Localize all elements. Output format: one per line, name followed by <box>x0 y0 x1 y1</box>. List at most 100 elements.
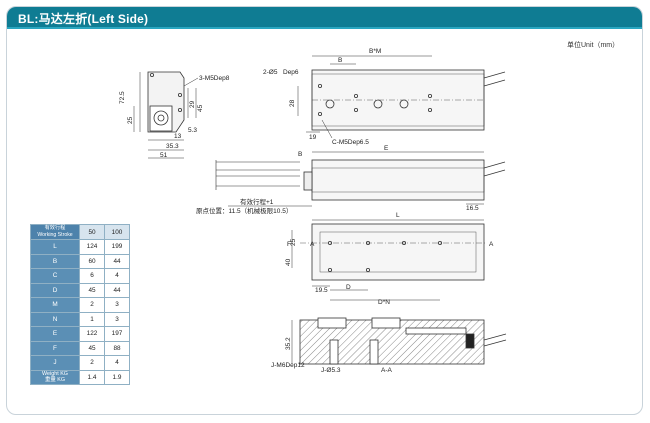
plan-view-body <box>311 223 485 281</box>
front-view-motor-end <box>303 171 313 191</box>
spec-table-row-label: Weight KG 重量 KG <box>30 369 80 385</box>
top-view-hole-label-suffix: Dep6 <box>283 69 299 76</box>
side-view-dim: 72.5 <box>119 91 126 104</box>
section-view-hole <box>369 339 379 365</box>
side-view-dim: 45 <box>197 104 204 112</box>
spec-table-cell: 2 <box>79 355 105 371</box>
side-view-dim: 5.3 <box>188 127 197 134</box>
plan-view-section-mark: A <box>489 241 494 248</box>
side-view-hole <box>177 108 182 113</box>
spec-table-cell: 88 <box>104 340 130 356</box>
section-view-title: A-A <box>381 367 393 374</box>
top-view-length-label: B*M <box>369 48 381 55</box>
plan-view-dim: D*N <box>378 299 390 306</box>
plan-view-hole <box>401 240 406 245</box>
unit-label: 单位Unit（mm） <box>567 42 620 49</box>
top-view-cable <box>483 71 506 79</box>
section-view-hole <box>329 339 339 365</box>
spec-table-row-label: C <box>30 268 80 284</box>
top-view-hole <box>317 112 322 117</box>
plan-view-hole <box>327 240 332 245</box>
spec-table-cell: 1 <box>79 311 105 327</box>
spec-table-header-cell: 100 <box>104 224 130 240</box>
side-view-dim: 13 <box>174 133 182 140</box>
section-view-dim: J-Ø5.3 <box>321 367 341 374</box>
title-bar-accent <box>7 27 642 29</box>
section-view-channel <box>405 327 467 335</box>
section-view-slot <box>317 317 347 329</box>
side-view-hole <box>177 93 182 98</box>
page-title: BL:马达左折(Left Side) <box>18 12 149 26</box>
top-view-cable <box>483 79 506 87</box>
plan-view-dim: D <box>346 284 351 291</box>
side-view-motor-flange <box>149 105 173 132</box>
plan-view-hole <box>365 240 370 245</box>
spec-table-cell: 3 <box>104 297 130 313</box>
front-view-dim: E <box>384 145 389 152</box>
side-view-dim: 29 <box>189 100 196 108</box>
side-view-dim: 25 <box>127 116 134 124</box>
section-view-connector <box>465 333 475 349</box>
section-view <box>291 317 507 365</box>
top-view-hole <box>317 84 322 89</box>
front-view-origin-label: 原点位置：11.5（机械极限10.5） <box>196 206 292 215</box>
side-view <box>133 71 199 159</box>
title-bar: BL:马达左折(Left Side) <box>7 7 642 29</box>
spec-table-cell: 4 <box>104 355 130 371</box>
side-view-shaft-circle <box>153 110 169 126</box>
spec-table-header-cell: 50 <box>79 224 105 240</box>
spec-table-row-label: E <box>30 326 80 342</box>
spec-table-row-label: L <box>30 239 80 255</box>
front-view-stroke-label: 有效行程+1 <box>240 197 274 206</box>
spec-table-header-row: 有效行程 Working Stroke 50 100 <box>30 224 130 240</box>
spec-table-row-label: B <box>30 253 80 269</box>
side-view-hole-label: 3-M5Dep8 <box>199 75 230 82</box>
spec-table-cell: 1.4 <box>79 369 105 385</box>
plan-view-hole <box>365 267 370 272</box>
spec-table-cell: 4 <box>104 268 130 284</box>
spec-table-row-label: N <box>30 311 80 327</box>
top-view-hole <box>353 94 358 99</box>
spec-table-cell: 44 <box>104 253 130 269</box>
spec-table-cell: 60 <box>79 253 105 269</box>
plan-view-dim: 19.5 <box>315 287 328 294</box>
spec-table-cell: 1.9 <box>104 369 130 385</box>
plan-view-dim: F <box>287 241 291 248</box>
top-view-hole <box>353 108 358 113</box>
plan-view-dim: 25 <box>290 238 297 246</box>
spec-table-header-cell: 有效行程 Working Stroke <box>30 224 80 240</box>
spec-table-cell: 2 <box>79 297 105 313</box>
spec-table-cell: 122 <box>79 326 105 342</box>
side-view-dim: 35.3 <box>166 143 179 150</box>
spec-table-cell: 6 <box>79 268 105 284</box>
section-view-dim: 35.2 <box>285 337 292 350</box>
spec-table-cell: 124 <box>79 239 105 255</box>
plan-view-inner <box>319 231 477 273</box>
top-view-bolt <box>373 99 383 109</box>
spec-table-cell: 199 <box>104 239 130 255</box>
side-view-shaft-center <box>157 114 165 122</box>
plan-view-dim: 40 <box>285 258 292 266</box>
top-view <box>297 55 506 139</box>
plan-view-hole <box>437 240 442 245</box>
plan-view-section-mark: A <box>310 241 315 248</box>
spec-table-row-label: M <box>30 297 80 313</box>
top-view-bolt <box>325 99 335 109</box>
plan-view <box>291 223 486 301</box>
top-view-hole <box>427 108 432 113</box>
front-view <box>215 151 506 221</box>
front-view-body <box>311 159 485 201</box>
plan-view-hole <box>327 267 332 272</box>
side-view-hole <box>149 73 154 78</box>
top-view-dim: 19 <box>309 134 317 141</box>
